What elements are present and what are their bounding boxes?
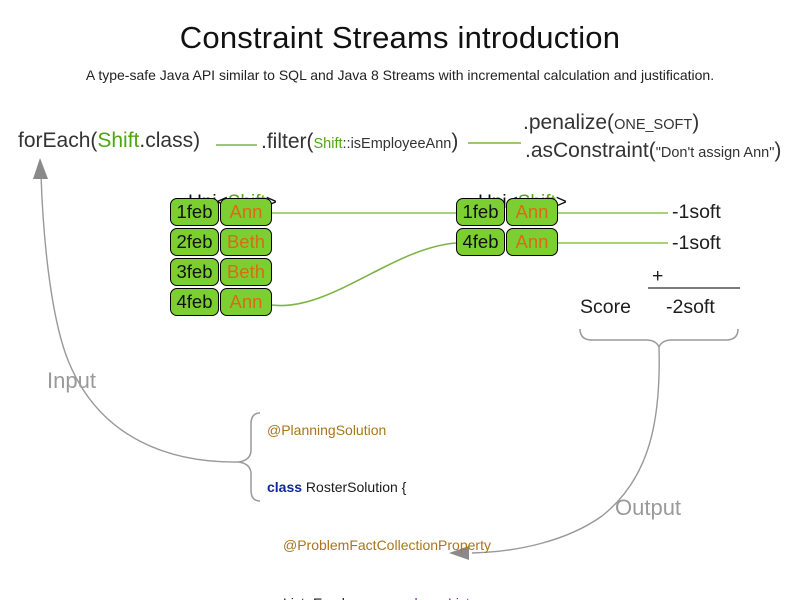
plus-sign: + — [652, 265, 664, 287]
input-arrowhead-icon — [33, 158, 48, 179]
score-total: -2soft — [666, 296, 715, 318]
table-row: 2feb Beth — [170, 228, 272, 256]
foreach-type: Shift — [97, 129, 140, 152]
foreach-pre: forEach( — [18, 129, 98, 152]
foreach-call: forEach(Shift.class) — [18, 129, 200, 153]
table-row: 3feb Beth — [170, 258, 272, 286]
table-row: 1feb Ann — [170, 198, 272, 226]
output-label: Output — [615, 495, 682, 520]
date-cell: 4feb — [456, 228, 505, 256]
penalty-label: -1soft — [672, 232, 721, 254]
date-cell: 4feb — [170, 288, 219, 316]
date-cell: 3feb — [170, 258, 219, 286]
employee-cell: Beth — [220, 258, 272, 286]
shift-table-left: 1feb Ann 2feb Beth 3feb Beth 4feb Ann — [170, 198, 272, 318]
asconstraint-pre: .asConstraint( — [525, 139, 656, 162]
score-label: Score — [580, 296, 631, 318]
table-row: 4feb Ann — [170, 288, 272, 316]
penalize-arg: ONE_SOFT — [614, 117, 693, 133]
employee-cell: Beth — [220, 228, 272, 256]
code-line: class RosterSolution { — [265, 478, 501, 497]
penalty-label: -1soft — [672, 201, 721, 223]
annotation-planning-solution: @PlanningSolution — [267, 421, 387, 438]
foreach-post: .class) — [139, 129, 201, 152]
filter-pre: .filter( — [261, 130, 314, 153]
employee-cell: Ann — [506, 198, 558, 226]
class-declaration: RosterSolution { — [302, 479, 407, 496]
asconstraint-arg: "Don't assign Ann" — [655, 145, 775, 161]
employee-cell: Ann — [506, 228, 558, 256]
keyword-class: class — [267, 479, 303, 496]
code-line: List<Employee> employeeList; — [265, 594, 501, 600]
page-title: Constraint Streams introduction — [179, 20, 621, 55]
connector-4feb-left-right — [271, 242, 457, 307]
code-brace — [238, 412, 261, 502]
date-cell: 1feb — [170, 198, 219, 226]
shift-table-right: 1feb Ann 4feb Ann — [456, 198, 558, 258]
penalize-pre: .penalize( — [523, 111, 615, 134]
filter-close: ) — [451, 130, 459, 153]
type-post: > — [555, 192, 567, 213]
date-cell: 2feb — [170, 228, 219, 256]
code-line: @ProblemFactCollectionProperty — [265, 536, 501, 555]
penalize-call: .penalize(ONE_SOFT) — [523, 111, 699, 135]
asconstraint-call: .asConstraint("Don't assign Ann") — [525, 139, 781, 163]
code-block: @PlanningSolution class RosterSolution {… — [265, 382, 501, 600]
employee-cell: Ann — [220, 288, 272, 316]
table-row: 1feb Ann — [456, 198, 558, 226]
filter-arg: ::isEmployeeAnn — [342, 136, 452, 152]
page-subtitle: A type-safe Java API similar to SQL and … — [85, 67, 715, 83]
employee-list-field: employeeList; — [387, 595, 473, 600]
table-row: 4feb Ann — [456, 228, 558, 256]
employee-cell: Ann — [220, 198, 272, 226]
filter-type: Shift — [313, 136, 343, 152]
date-cell: 1feb — [456, 198, 505, 226]
input-label: Input — [47, 368, 96, 393]
annotation-problem-fact: @ProblemFactCollectionProperty — [283, 537, 491, 554]
filter-call: .filter(Shift::isEmployeeAnn) — [261, 130, 458, 154]
penalize-close: ) — [692, 111, 700, 134]
code-line: @PlanningSolution — [265, 421, 501, 440]
score-brace — [579, 328, 739, 349]
asconstraint-close: ) — [774, 139, 782, 162]
employee-list-type: List<Employee> — [283, 595, 387, 600]
